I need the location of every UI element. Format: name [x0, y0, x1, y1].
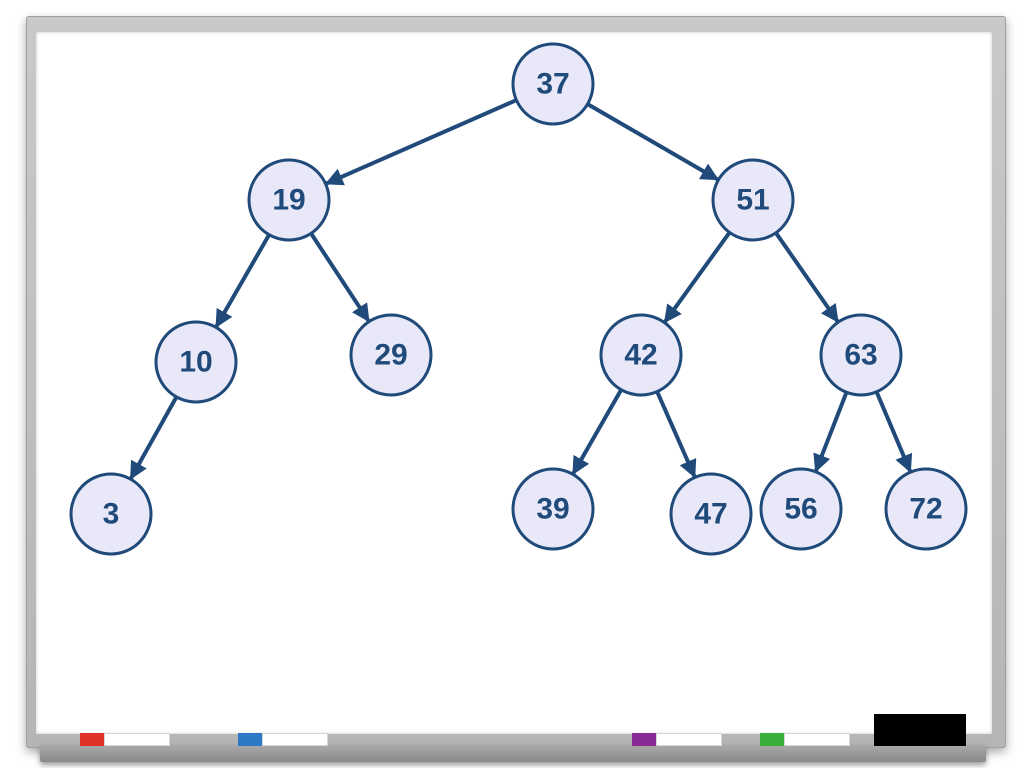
tree-nodes: 37 19 51 10 29 42 63 3 39 47 56 72 [69, 42, 968, 556]
red-marker-cap [80, 733, 104, 746]
edge-37-to-19 [324, 98, 518, 186]
node-circle [511, 42, 595, 126]
purple-marker-body [656, 733, 722, 746]
tree-node-63: 63 [819, 313, 903, 397]
green-marker-body [784, 733, 850, 746]
blue-marker-cap [238, 733, 262, 746]
node-label: 19 [272, 184, 305, 217]
node-circle [69, 472, 153, 556]
edge-51-to-42 [663, 231, 732, 324]
node-circle [247, 158, 331, 242]
node-label: 29 [374, 339, 407, 372]
tree-node-29: 29 [349, 313, 433, 397]
node-label: 10 [179, 346, 212, 379]
node-circle [154, 320, 238, 404]
node-label: 51 [736, 184, 769, 217]
edge-42-to-47 [655, 390, 697, 479]
node-circle [759, 467, 843, 551]
node-circle [669, 472, 753, 556]
node-label: 47 [694, 498, 727, 531]
tree-node-3: 3 [69, 472, 153, 556]
marker-tray [40, 745, 986, 762]
edge-10-to-3 [129, 395, 179, 480]
edge-37-to-51 [586, 102, 720, 182]
node-circle [599, 313, 683, 397]
node-label: 63 [844, 339, 877, 372]
node-circle [511, 467, 595, 551]
edge-19-to-10 [214, 233, 271, 328]
node-label: 39 [536, 493, 569, 526]
tree-node-56: 56 [759, 467, 843, 551]
tree-edges [129, 98, 913, 480]
purple-marker-cap [632, 733, 656, 746]
tree-node-10: 10 [154, 320, 238, 404]
tree-node-19: 19 [247, 158, 331, 242]
node-label: 72 [909, 493, 942, 526]
eraser[interactable] [874, 714, 966, 746]
node-circle [884, 467, 968, 551]
edge-19-to-29 [309, 232, 371, 323]
node-label: 56 [784, 493, 817, 526]
node-circle [711, 158, 795, 242]
tree-node-37: 37 [511, 42, 595, 126]
edge-42-to-39 [571, 388, 623, 475]
tree-node-47: 47 [669, 472, 753, 556]
edge-51-to-63 [774, 231, 840, 323]
node-circle [819, 313, 903, 397]
node-label: 37 [536, 68, 569, 101]
node-label: 3 [103, 498, 120, 531]
node-circle [349, 313, 433, 397]
node-label: 42 [624, 339, 657, 372]
blue-marker-body [262, 733, 328, 746]
green-marker-cap [760, 733, 784, 746]
tree-node-39: 39 [511, 467, 595, 551]
tree-node-72: 72 [884, 467, 968, 551]
tree-node-51: 51 [711, 158, 795, 242]
edge-63-to-56 [813, 391, 849, 473]
edge-63-to-72 [874, 391, 913, 473]
tree-node-42: 42 [599, 313, 683, 397]
red-marker-body [104, 733, 170, 746]
